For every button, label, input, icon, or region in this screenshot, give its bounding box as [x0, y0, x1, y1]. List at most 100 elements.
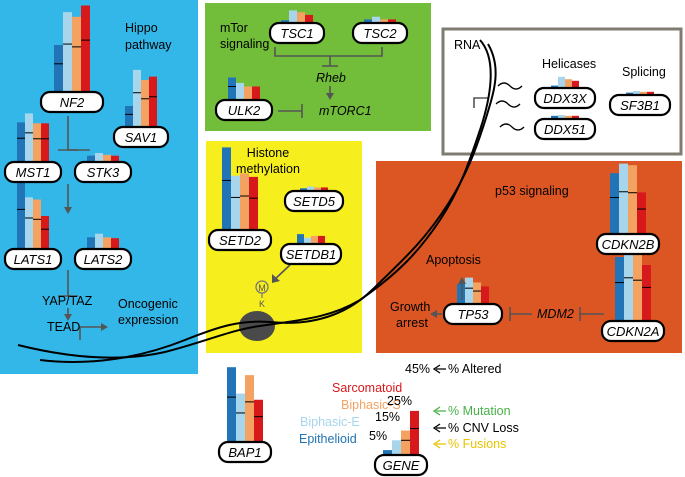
p53-title: p53 signaling	[495, 184, 569, 198]
gene-label-gene: GENE	[383, 458, 420, 473]
bar-tsc2-2	[380, 19, 388, 23]
legend-altered: % Altered	[448, 362, 502, 376]
gene-bar-charts	[17, 5, 654, 455]
bar-tsc1-0	[281, 20, 289, 23]
bar-mst1-0	[17, 122, 25, 162]
bar-cdkn2b-0	[610, 173, 619, 234]
gene-pill-mst1	[3, 160, 63, 184]
gene-pill-ulk2	[214, 98, 274, 122]
mtor-title-line1: mTor	[220, 21, 248, 35]
arrowhead	[272, 274, 280, 283]
bar-nf2-1	[63, 12, 72, 93]
gene-pill-setdb1	[279, 242, 343, 266]
bar-ddx3x-3	[572, 80, 579, 88]
gene-label-tp53: TP53	[457, 307, 489, 322]
bar-tsc2-3	[388, 19, 396, 23]
yap-taz-label: YAP/TAZ	[42, 294, 93, 308]
bar-lats1-2	[33, 199, 41, 249]
gene-label-cdkn2a: CDKN2A	[607, 324, 660, 339]
bar-cdkn2a-2	[633, 253, 642, 321]
bar-tsc1-3	[305, 14, 313, 23]
legend-biphasic-e: Biphasic-E	[300, 415, 360, 429]
arrowhead	[326, 93, 334, 100]
bar-ddx3x-0	[551, 85, 558, 88]
legend-sarcomatoid: Sarcomatoid	[332, 381, 402, 395]
gene-label-nf2: NF2	[60, 95, 85, 110]
bar-setd5-3	[321, 187, 328, 191]
gene-pill-sav1	[112, 125, 170, 149]
bar-ddx3x-1	[558, 76, 565, 88]
gene-pill-stk3	[73, 160, 133, 184]
bar-sav1-0	[125, 106, 133, 127]
bar-sav1-3	[149, 76, 157, 127]
gene-pill-bap1	[217, 440, 273, 464]
bar-tp53-2	[473, 282, 481, 304]
rna-strand	[499, 123, 525, 131]
rna-title: RNA	[454, 38, 481, 52]
bar-lats1-0	[17, 183, 25, 249]
tead-label: TEAD	[47, 320, 80, 334]
bar-setd5-0	[300, 188, 307, 191]
histone-title-line1: Histone	[247, 146, 289, 160]
legend-biphasic-s: Biphasic-S	[341, 398, 401, 412]
legend-pct-25: 25%	[387, 394, 412, 408]
mtor-title-line2: signaling	[220, 37, 269, 51]
helicases-label: Helicases	[542, 57, 596, 71]
mdm2-label: MDM2	[537, 307, 574, 321]
bar-cdkn2a-0	[615, 257, 624, 321]
bar-lats2-0	[87, 237, 95, 249]
bar-gene-3	[410, 410, 419, 455]
gene-pill-tsc1	[268, 21, 326, 45]
gene-pill-setd2	[207, 228, 273, 252]
bar-mst1-1	[25, 113, 33, 162]
gene-label-lats1: LATS1	[14, 252, 53, 267]
rna-strand	[497, 82, 523, 90]
gene-pill-nf2	[39, 90, 105, 114]
gene-label-ddx51: DDX51	[544, 122, 586, 137]
gene-label-setd5: SETD5	[293, 194, 336, 209]
bar-setdb1-1	[304, 237, 311, 244]
bar-setd2-3	[249, 176, 258, 230]
bar-bap1-0	[227, 367, 236, 442]
gene-label-stk3: STK3	[87, 165, 120, 180]
arrowhead	[458, 277, 466, 284]
bar-lats1-3	[41, 216, 49, 249]
gene-label-cdkn2b: CDKN2B	[602, 237, 655, 252]
bar-setdb1-2	[311, 235, 318, 244]
histone-title-line2: methylation	[236, 162, 300, 176]
gene-label-lats2: LATS2	[84, 252, 124, 267]
gene-pill-lats1	[3, 247, 63, 271]
legend-arrow-mutation	[432, 406, 446, 416]
legend-cnv-loss: % CNV Loss	[448, 421, 519, 435]
legend-pct-5: 5%	[369, 429, 387, 443]
bar-mst1-2	[33, 123, 41, 162]
gene-pill-cdkn2b	[595, 232, 661, 256]
gene-label-bap1: BAP1	[228, 445, 261, 460]
bar-cdkn2b-1	[619, 163, 628, 234]
arrowhead	[101, 323, 108, 331]
gene-label-setd2: SETD2	[219, 233, 262, 248]
bar-ulk2-0	[228, 77, 236, 100]
legend-epithelioid: Epithelioid	[299, 432, 357, 446]
legend-arrow-fusions	[432, 439, 446, 449]
bar-lats2-1	[95, 233, 103, 249]
bar-gene-1	[392, 440, 401, 455]
bar-tp53-0	[457, 284, 465, 304]
bar-setd5-1	[307, 186, 314, 191]
bar-cdkn2a-1	[624, 249, 633, 321]
bar-bap1-2	[245, 375, 254, 442]
hippo-panel	[0, 0, 198, 374]
bar-ulk2-2	[244, 86, 252, 100]
bar-lats2-2	[103, 237, 111, 249]
bar-bap1-3	[254, 399, 263, 442]
gene-pill-lats2	[73, 247, 133, 271]
bar-sf3b1-3	[647, 91, 654, 95]
bar-ddx51-3	[572, 115, 579, 119]
bar-tsc1-2	[297, 12, 305, 23]
bar-ddx51-2	[565, 115, 572, 119]
bar-tsc2-1	[372, 16, 380, 23]
bar-setdb1-0	[297, 234, 304, 244]
bar-setd2-2	[240, 173, 249, 230]
bar-lats1-1	[25, 197, 33, 249]
